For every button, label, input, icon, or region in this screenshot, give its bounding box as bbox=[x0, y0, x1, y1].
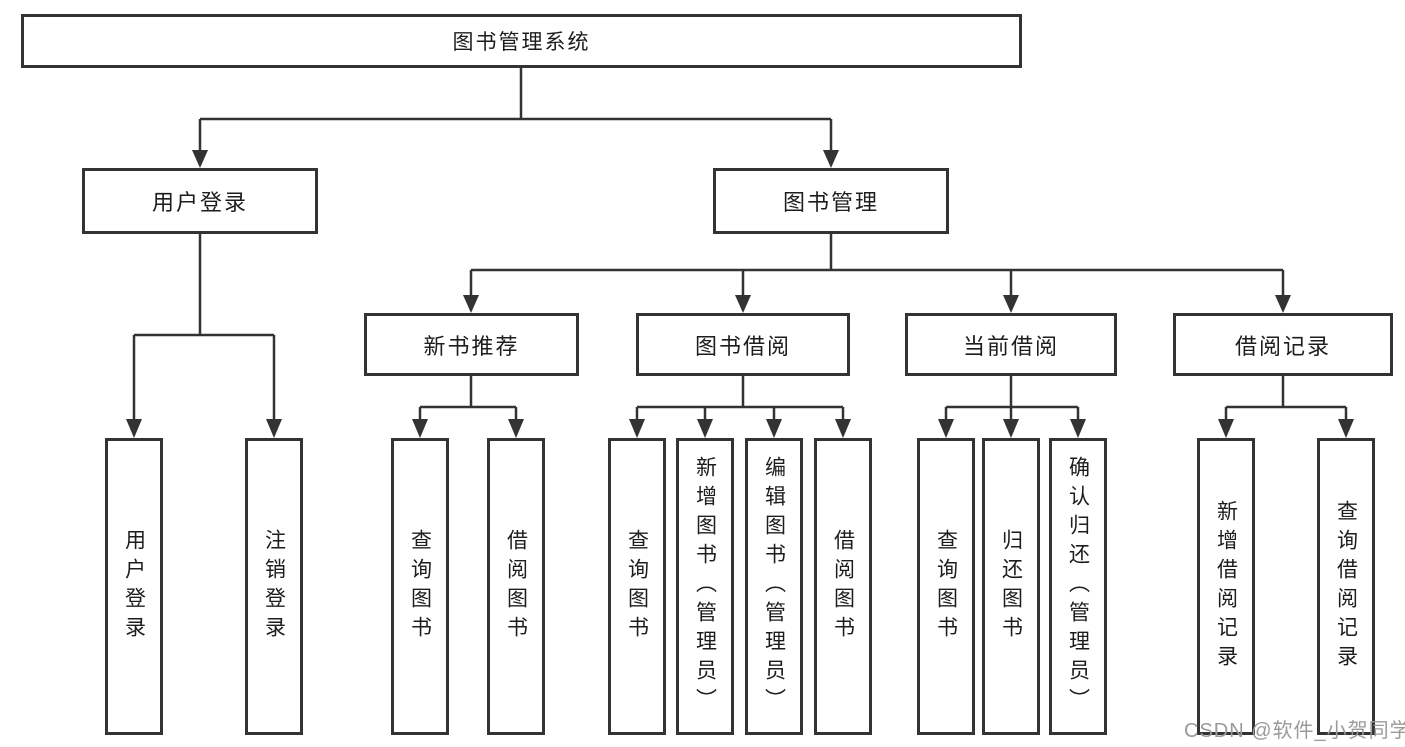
node-label: 图书借阅 bbox=[694, 333, 791, 359]
leaf-query-borrow-record: 查询借阅记录 bbox=[1317, 438, 1375, 735]
leaf-edit-books-admin: 编辑图书（管理员） bbox=[745, 438, 803, 735]
arrowhead bbox=[463, 295, 479, 313]
node-current-borrowing: 当前借阅 bbox=[905, 313, 1117, 376]
leaf-label: 借阅图书 bbox=[831, 528, 855, 645]
leaf-add-books-admin: 新增图书（管理员） bbox=[676, 438, 734, 735]
leaf-label: 编辑图书（管理员） bbox=[762, 456, 786, 717]
node-library-management-system: 图书管理系统 bbox=[21, 14, 1022, 68]
node-label: 图书管理系统 bbox=[452, 31, 591, 54]
connector-user-login bbox=[132, 234, 276, 422]
leaf-label: 用户登录 bbox=[122, 528, 146, 645]
arrowhead bbox=[1070, 419, 1086, 438]
leaf-label: 查询图书 bbox=[934, 528, 958, 645]
leaf-user-login: 用户登录 bbox=[105, 438, 163, 735]
arrowhead bbox=[1218, 419, 1234, 438]
arrowhead bbox=[412, 419, 428, 438]
leaf-query-books-current: 查询图书 bbox=[917, 438, 975, 735]
leaf-borrow-books-recommend: 借阅图书 bbox=[487, 438, 545, 735]
connector-current-borrowing bbox=[944, 376, 1080, 422]
arrowheads bbox=[126, 150, 1354, 438]
node-label: 借阅记录 bbox=[1234, 333, 1331, 359]
leaf-label: 借阅图书 bbox=[504, 528, 528, 645]
arrowhead bbox=[629, 419, 645, 438]
arrowhead bbox=[697, 419, 713, 438]
leaf-logout: 注销登录 bbox=[245, 438, 303, 735]
node-new-book-recommendation: 新书推荐 bbox=[364, 313, 579, 376]
leaf-label: 新增图书（管理员） bbox=[693, 456, 717, 717]
node-label: 当前借阅 bbox=[962, 333, 1059, 359]
node-label: 图书管理 bbox=[782, 190, 879, 215]
leaf-confirm-return-admin: 确认归还（管理员） bbox=[1049, 438, 1107, 735]
arrowhead bbox=[266, 419, 282, 438]
node-book-borrowing: 图书借阅 bbox=[636, 313, 850, 376]
connector-book-management bbox=[469, 234, 1285, 298]
node-label: 新书推荐 bbox=[423, 333, 520, 359]
leaf-borrow-books-borrowing: 借阅图书 bbox=[814, 438, 872, 735]
leaf-return-books: 归还图书 bbox=[982, 438, 1040, 735]
arrowhead bbox=[938, 419, 954, 438]
node-user-login: 用户登录 bbox=[82, 168, 318, 234]
leaf-label: 查询图书 bbox=[408, 528, 432, 645]
connector-paths bbox=[132, 68, 1348, 422]
leaf-label: 查询图书 bbox=[625, 528, 649, 645]
arrowhead bbox=[1003, 419, 1019, 438]
connector-root bbox=[198, 68, 833, 152]
leaf-label: 查询借阅记录 bbox=[1334, 499, 1358, 674]
leaf-label: 归还图书 bbox=[999, 528, 1023, 645]
arrowhead bbox=[1003, 295, 1019, 313]
arrowhead bbox=[766, 419, 782, 438]
connector-borrowing-records bbox=[1224, 376, 1348, 422]
leaf-label: 新增借阅记录 bbox=[1214, 499, 1238, 674]
leaf-query-books-recommend: 查询图书 bbox=[391, 438, 449, 735]
arrowhead bbox=[192, 150, 208, 168]
connector-book-borrowing bbox=[635, 376, 845, 422]
leaf-add-borrow-record: 新增借阅记录 bbox=[1197, 438, 1255, 735]
arrowhead bbox=[1338, 419, 1354, 438]
leaf-label: 确认归还（管理员） bbox=[1066, 456, 1090, 717]
leaf-label: 注销登录 bbox=[262, 528, 286, 645]
leaf-query-books-borrowing: 查询图书 bbox=[608, 438, 666, 735]
arrowhead bbox=[835, 419, 851, 438]
arrowhead bbox=[126, 419, 142, 438]
node-borrowing-records: 借阅记录 bbox=[1173, 313, 1393, 376]
arrowhead bbox=[823, 150, 839, 168]
arrowhead bbox=[1275, 295, 1291, 313]
watermark: CSDN @软件_小贺同学 bbox=[1184, 720, 1405, 742]
connector-new-book-recommendation bbox=[418, 376, 518, 422]
node-label: 用户登录 bbox=[151, 190, 248, 215]
arrowhead bbox=[508, 419, 524, 438]
arrowhead bbox=[735, 295, 751, 313]
node-book-management: 图书管理 bbox=[713, 168, 949, 234]
